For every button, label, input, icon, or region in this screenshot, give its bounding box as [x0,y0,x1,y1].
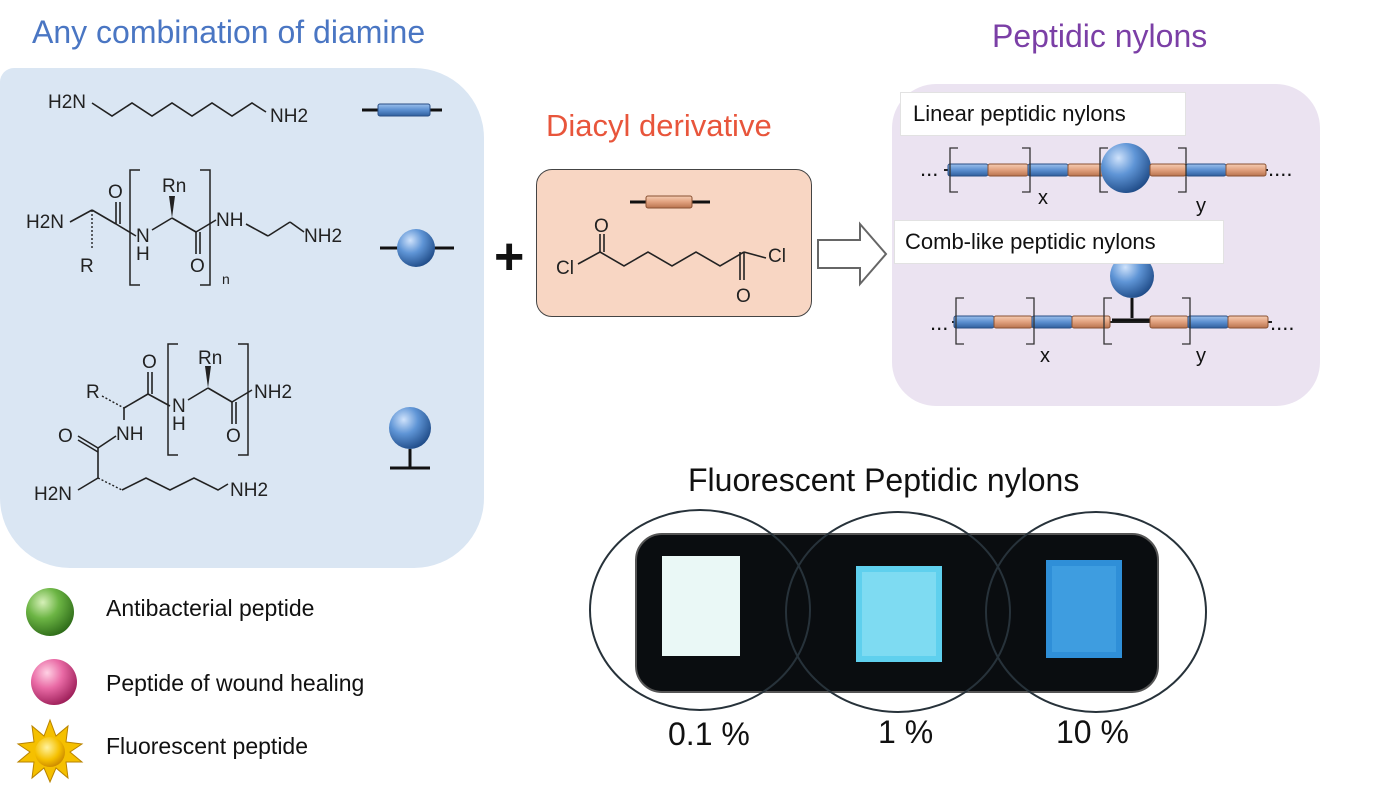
ellipsis-left: ... [930,310,948,335]
o-label: O [226,426,241,447]
o-label: O [108,182,123,203]
reaction-arrow [817,221,888,287]
r-label: R [86,382,100,403]
o-label: O [594,216,609,237]
linear-chain: ... .... x y [920,143,1292,217]
r-label: R [80,256,94,277]
blue-segment-icon [362,103,442,117]
sphere-pendant-icon [389,407,431,470]
cl-label: Cl [556,258,574,279]
diacyl-panel [536,169,812,317]
rn-label: Rn [198,348,222,369]
n-label: N [172,396,186,417]
subscript-x: x [1040,345,1050,367]
fluorescence-photo [589,509,1207,713]
percent-label-10: 10 % [1056,714,1129,750]
pink-sphere-icon [31,659,77,705]
percent-label-1: 1 % [878,714,934,750]
diacyl-title: Diacyl derivative [546,108,772,143]
diamine-title: Any combination of diamine [32,14,426,50]
nh2-label: NH2 [230,480,268,501]
green-sphere-icon [26,588,74,636]
nh2-label: NH2 [254,382,292,403]
sample-0-1-percent [662,556,740,656]
comb-chain: ... .... x y [930,254,1294,367]
ellipsis-left: ... [920,156,938,181]
cl-label: Cl [768,246,786,267]
structure-diamine-3: R O N H Rn O NH2 NH O H2N NH2 [34,343,292,505]
ellipsis-right: .... [1268,156,1292,181]
structure-diamine-2: H2N R O N H Rn O n NH NH2 [26,169,342,287]
nh-label: NH [216,210,243,231]
o-label: O [142,352,157,373]
rn-label: Rn [162,176,186,197]
nh2-label: NH2 [304,226,342,247]
ellipsis-right: .... [1270,310,1294,335]
h-label: H [172,414,186,435]
legend-antibacterial: Antibacterial peptide [106,595,315,621]
nylons-title: Peptidic nylons [992,18,1208,54]
sun-icon [16,718,84,784]
n-subscript: n [222,271,230,287]
plus-sign: + [494,228,524,286]
legend-fluorescent: Fluorescent peptide [106,733,309,759]
n-label: N [136,226,150,247]
subscript-y: y [1196,345,1206,367]
structure-adipoyl-chloride: Cl O O Cl [556,216,786,307]
nh2-label: NH2 [270,106,308,127]
h2n-label: H2N [34,484,72,505]
h2n-label: H2N [26,212,64,233]
structure-diamine-1: H2N NH2 [48,92,308,127]
diamine-panel [0,68,484,568]
nh-label: NH [116,424,143,445]
o-label: O [190,256,205,277]
sphere-side-icon [380,229,454,267]
o-label: O [736,286,751,307]
o-label: O [58,426,73,447]
comb-nylon-label: Comb-like peptidic nylons [894,220,1224,264]
h2n-label: H2N [48,92,86,113]
subscript-x: x [1038,187,1048,209]
h-label: H [136,244,150,265]
percent-label-0-1: 0.1 % [668,716,750,752]
linear-nylon-label: Linear peptidic nylons [900,92,1186,136]
fluorescent-title: Fluorescent Peptidic nylons [688,462,1080,498]
orange-segment-icon [630,195,710,209]
legend-wound-healing: Peptide of wound healing [106,670,365,696]
subscript-y: y [1196,195,1206,217]
